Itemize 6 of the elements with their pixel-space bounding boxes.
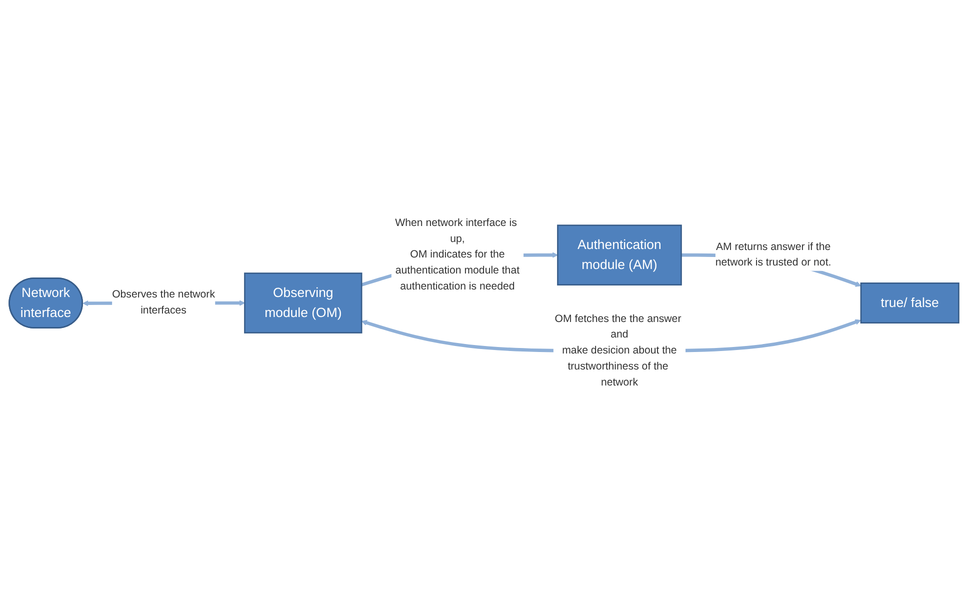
- edge-label: Observes the network interfaces: [112, 289, 215, 316]
- node-box: true/ false: [860, 282, 960, 324]
- edge-label: When network interface is up, OM indicates for the authentication module that authentication is needed: [395, 217, 520, 292]
- edge-label: OM fetches the the answer and make desicion about the trustworthiness of the network: [554, 313, 682, 388]
- node-box: Observing module (OM): [244, 272, 362, 334]
- node-box: Authentication module (AM): [557, 224, 682, 286]
